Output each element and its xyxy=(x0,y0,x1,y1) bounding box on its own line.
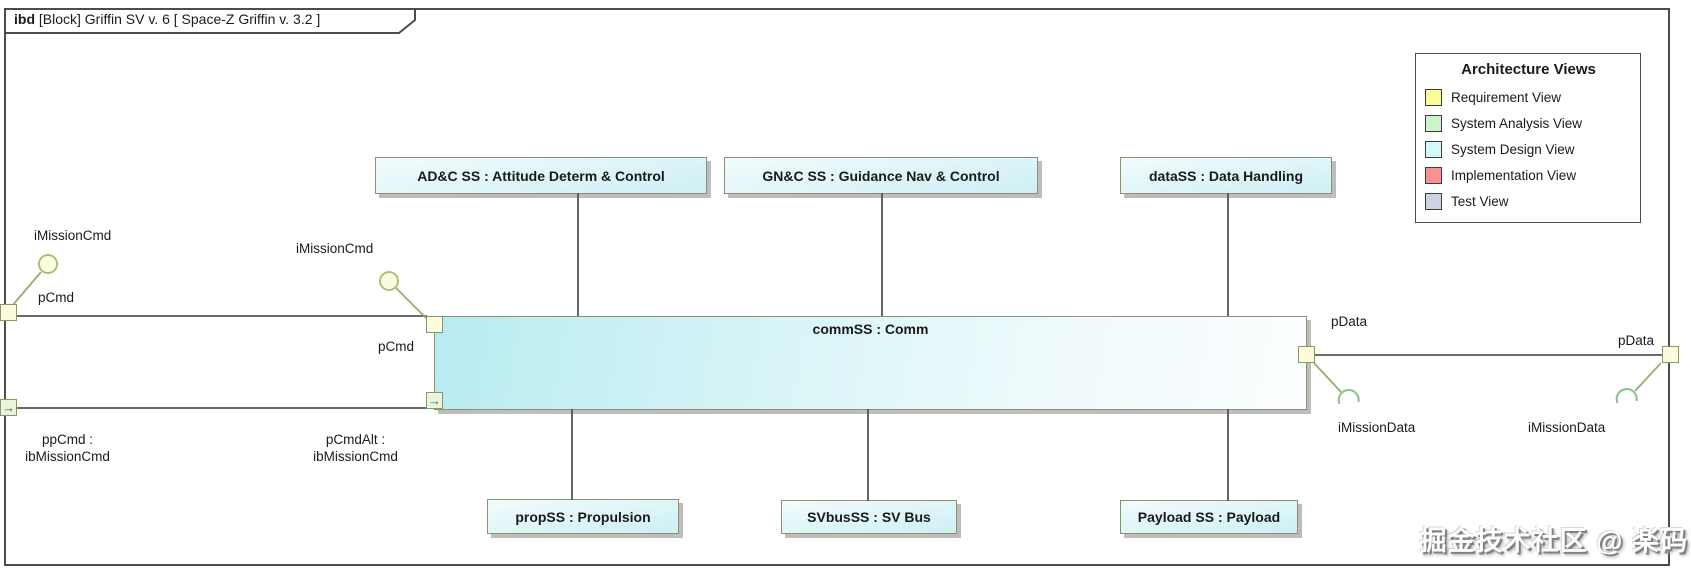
diagram-tab: ibd [Block] Griffin SV v. 6 [ Space-Z Gr… xyxy=(14,11,320,27)
legend-item-test: Test View xyxy=(1425,188,1640,214)
port-label-line: ppCmd : xyxy=(41,432,94,447)
flow-port-ppcmd[interactable]: → xyxy=(0,399,17,416)
port-label-line: pCmdAlt : xyxy=(325,432,386,447)
flow-port-pcmdalt[interactable]: → xyxy=(426,392,443,409)
legend-architecture-views[interactable]: Architecture Views Requirement View Syst… xyxy=(1415,53,1641,223)
legend-item-label: Implementation View xyxy=(1451,167,1577,183)
block-label: GN&C SS : Guidance Nav & Control xyxy=(762,167,1000,184)
block-comm-ss[interactable]: commSS : Comm xyxy=(434,316,1307,410)
legend-title: Architecture Views xyxy=(1461,61,1596,78)
block-label: dataSS : Data Handling xyxy=(1148,167,1304,184)
legend-swatch-requirement-icon xyxy=(1425,88,1442,106)
legend-item-system-design: System Design View xyxy=(1425,136,1640,162)
interface-label-imissiondata: iMissionData xyxy=(1528,420,1606,435)
port-label-pcmd: pCmd xyxy=(377,339,414,354)
interface-label-imissioncmd: iMissionCmd xyxy=(34,228,112,243)
required-interface-icon[interactable] xyxy=(1337,389,1360,405)
block-label: SVbusSS : SV Bus xyxy=(807,509,931,525)
port-label-line: ibMissionCmd xyxy=(313,449,398,464)
block-payload-ss[interactable]: Payload SS : Payload xyxy=(1120,500,1298,534)
socket-stick xyxy=(1313,362,1342,393)
port-pdata-frame[interactable] xyxy=(1662,346,1679,363)
flow-arrow-icon: → xyxy=(428,393,441,408)
legend-item-label: Test View xyxy=(1451,193,1509,209)
interface-label-imissiondata: iMissionData xyxy=(1338,420,1416,435)
block-label: Payload SS : Payload xyxy=(1137,509,1281,525)
block-label: propSS : Propulsion xyxy=(515,508,651,525)
block-gnc-ss[interactable]: GN&C SS : Guidance Nav & Control xyxy=(724,157,1038,194)
diagram-tab-outline xyxy=(4,8,416,34)
legend-swatch-test-icon xyxy=(1425,192,1442,210)
diagram-tab-shape xyxy=(4,8,416,34)
port-label-ppcmd: ppCmd : ibMissionCmd xyxy=(5,431,130,465)
port-label-pcmd: pCmd xyxy=(38,290,75,305)
legend-item-system-analysis: System Analysis View xyxy=(1425,110,1640,136)
port-label-pdata: pData xyxy=(1331,314,1368,329)
block-label: commSS : Comm xyxy=(812,321,929,337)
diagram-kind: ibd xyxy=(14,11,35,27)
port-label-pcmdalt: pCmdAlt : ibMissionCmd xyxy=(288,431,423,465)
provided-interface-icon[interactable] xyxy=(38,254,58,274)
provided-interface-icon[interactable] xyxy=(379,271,399,291)
legend-item-label: System Design View xyxy=(1451,141,1575,157)
port-pdata-comm[interactable] xyxy=(1298,346,1315,363)
legend-item-requirement: Requirement View xyxy=(1425,84,1640,110)
lollipop-stick xyxy=(11,271,42,307)
legend-swatch-system-design-icon xyxy=(1425,140,1442,158)
port-label-line: ibMissionCmd xyxy=(25,449,110,464)
watermark: 掘金技术社区 @ 楽码 xyxy=(1419,526,1688,556)
diagram-title: [Block] Griffin SV v. 6 [ Space-Z Griffi… xyxy=(38,11,321,27)
legend-swatch-system-analysis-icon xyxy=(1425,114,1442,132)
port-pcmd-comm[interactable] xyxy=(426,316,443,333)
block-adc-ss[interactable]: AD&C SS : Attitude Determ & Control xyxy=(375,157,707,194)
flow-arrow-icon: → xyxy=(2,400,15,415)
block-label: AD&C SS : Attitude Determ & Control xyxy=(417,167,665,184)
interface-label-imissioncmd: iMissionCmd xyxy=(296,241,374,256)
legend-item-implementation: Implementation View xyxy=(1425,162,1640,188)
lollipop-stick xyxy=(395,287,427,319)
required-interface-icon[interactable] xyxy=(1615,388,1638,404)
block-prop-ss[interactable]: propSS : Propulsion xyxy=(487,499,679,534)
legend-item-label: Requirement View xyxy=(1451,89,1562,105)
legend-item-label: System Analysis View xyxy=(1451,115,1583,131)
legend-swatch-implementation-icon xyxy=(1425,166,1442,184)
socket-stick xyxy=(1634,362,1662,392)
diagram-frame xyxy=(4,8,1670,566)
block-svbus-ss[interactable]: SVbusSS : SV Bus xyxy=(781,500,957,534)
block-data-ss[interactable]: dataSS : Data Handling xyxy=(1120,157,1332,194)
port-label-pdata: pData xyxy=(1617,333,1654,348)
port-pcmd-frame[interactable] xyxy=(0,304,17,321)
